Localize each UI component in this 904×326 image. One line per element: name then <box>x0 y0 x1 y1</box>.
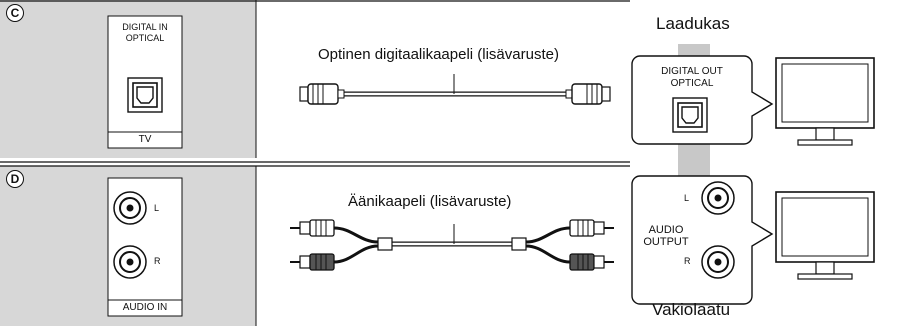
quality-high-label: Laadukas <box>656 14 730 33</box>
tv-device-label: TV <box>138 134 152 145</box>
audio-output-label: AUDIO OUTPUT <box>643 224 689 248</box>
audio-output-l-label: L <box>684 193 690 203</box>
tv-optical-jack-box <box>107 15 183 149</box>
audio-output-r-label: R <box>684 256 691 266</box>
quality-standard-label: Vakiolaatu <box>652 300 731 319</box>
tv-audio-jack-box <box>107 177 183 317</box>
optical-cable <box>299 74 611 105</box>
tv-jack-label: DIGITAL IN OPTICAL <box>122 22 168 43</box>
section-c-badge: C <box>6 4 24 22</box>
audio-jack-r-label: R <box>154 256 161 266</box>
audio-cable-label: Äänikaapeli (lisävaruste) <box>348 193 512 210</box>
tv-icon-bottom <box>775 191 875 280</box>
optical-cable-label: Optinen digitaalikaapeli (lisävaruste) <box>318 46 559 63</box>
audio-jack-l-label: L <box>154 203 160 213</box>
digital-out-box <box>631 55 774 145</box>
digital-out-label: DIGITAL OUT OPTICAL <box>661 66 723 89</box>
tv-icon-top <box>775 57 875 146</box>
audio-output-box <box>631 175 774 305</box>
audio-cable <box>290 219 614 271</box>
section-d-badge: D <box>6 170 24 188</box>
audio-in-label: AUDIO IN <box>122 302 168 313</box>
